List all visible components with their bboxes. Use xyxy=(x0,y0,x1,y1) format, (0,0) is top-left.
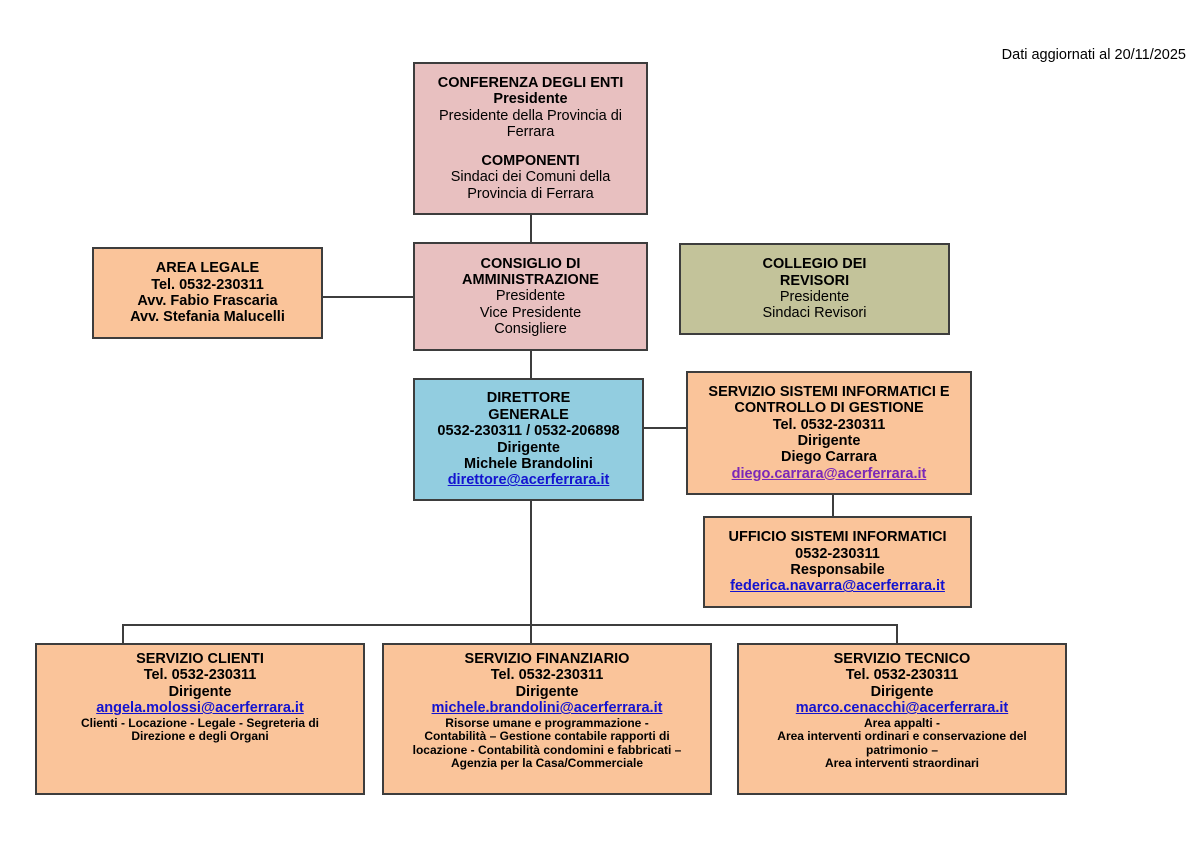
direttore-phone: 0532-230311 / 0532-206898 xyxy=(437,423,620,440)
tecnico-phone: Tel. 0532-230311 xyxy=(845,667,959,684)
ufficio-role: Responsabile xyxy=(790,562,885,578)
finanziario-duties-line4: Agenzia per la Casa/Commerciale xyxy=(450,756,644,771)
clienti-title: SERVIZIO CLIENTI xyxy=(136,651,264,667)
connector-sistemi-to-ufficio xyxy=(832,495,834,517)
area-legale-title: AREA LEGALE xyxy=(155,260,260,277)
ufficio-email-link[interactable]: federica.navarra@acerferrara.it xyxy=(730,578,945,595)
node-servizio-sistemi-informatici[interactable]: SERVIZIO SISTEMI INFORMATICI E CONTROLLO… xyxy=(686,371,972,495)
node-servizio-finanziario[interactable]: SERVIZIO FINANZIARIO Tel. 0532-230311 Di… xyxy=(382,643,712,795)
update-date-note: Dati aggiornati al 20/11/2025 xyxy=(1001,47,1186,63)
node-collegio-dei-revisori[interactable]: COLLEGIO DEI REVISORI Presidente Sindaci… xyxy=(679,243,950,335)
clienti-duties-line2: Direzione e degli Organi xyxy=(131,729,269,744)
conferenza-members-title: COMPONENTI xyxy=(481,152,580,169)
finanziario-email-link[interactable]: michele.brandolini@acerferrara.it xyxy=(431,700,663,717)
consiglio-role-2: Vice Presidente xyxy=(479,304,582,321)
connector-bus-to-servizio-tecnico xyxy=(896,624,898,643)
finanziario-role: Dirigente xyxy=(515,683,579,700)
direttore-email-link[interactable]: direttore@acerferrara.it xyxy=(447,472,610,489)
direttore-title-line2: GENERALE xyxy=(488,406,569,423)
connector-area-legale-to-consiglio xyxy=(322,296,414,298)
conferenza-holder-line2: Ferrara xyxy=(506,124,555,141)
collegio-title-line2: REVISORI xyxy=(779,272,850,289)
connector-direttore-to-sistemi xyxy=(642,427,686,429)
node-ufficio-sistemi-informatici[interactable]: UFFICIO SISTEMI INFORMATICI 0532-230311 … xyxy=(703,516,972,608)
sistemi-person: Diego Carrara xyxy=(781,449,877,466)
connector-bottom-bus xyxy=(122,624,898,626)
finanziario-duties-line1: Risorse umane e programmazione - xyxy=(445,715,649,730)
node-area-legale[interactable]: AREA LEGALE Tel. 0532-230311 Avv. Fabio … xyxy=(92,247,323,339)
finanziario-duties-line2: Contabilità – Gestione contabile rapport… xyxy=(424,729,670,744)
connector-conferenza-to-consiglio xyxy=(530,214,532,242)
direttore-role: Dirigente xyxy=(497,439,560,456)
sistemi-phone: Tel. 0532-230311 xyxy=(772,416,886,433)
tecnico-duties-line4: Area interventi straordinari xyxy=(824,756,980,771)
area-legale-person-2: Avv. Stefania Malucelli xyxy=(130,309,285,326)
conferenza-members-line1: Sindaci dei Comuni della xyxy=(450,169,611,186)
consiglio-title-line1: CONSIGLIO DI xyxy=(480,255,581,272)
conferenza-role: Presidente xyxy=(493,91,568,108)
connector-bus-to-servizio-finanziario xyxy=(530,624,532,643)
tecnico-email-link[interactable]: marco.cenacchi@acerferrara.it xyxy=(795,700,1009,717)
direttore-title-line1: DIRETTORE xyxy=(486,390,571,407)
ufficio-phone: 0532-230311 xyxy=(795,545,880,562)
clienti-duties-line1: Clienti - Locazione - Legale - Segreteri… xyxy=(80,715,320,730)
consiglio-role-3: Consigliere xyxy=(494,321,567,338)
tecnico-role: Dirigente xyxy=(870,683,934,700)
tecnico-title: SERVIZIO TECNICO xyxy=(833,651,971,667)
collegio-title-line1: COLLEGIO DEI xyxy=(762,256,867,273)
node-conferenza-degli-enti[interactable]: CONFERENZA DEGLI ENTI Presidente Preside… xyxy=(413,62,648,215)
tecnico-duties-line2: Area interventi ordinari e conservazione… xyxy=(777,729,1027,744)
tecnico-duties-line1: Area appalti - xyxy=(863,715,941,730)
consiglio-title-line2: AMMINISTRAZIONE xyxy=(462,271,599,288)
area-legale-person-1: Avv. Fabio Frascaria xyxy=(137,293,278,309)
connector-bus-to-servizio-clienti xyxy=(122,624,124,643)
conferenza-title: CONFERENZA DEGLI ENTI xyxy=(437,75,624,92)
clienti-role: Dirigente xyxy=(168,683,232,700)
direttore-person: Michele Brandolini xyxy=(464,455,593,472)
connector-direttore-trunk xyxy=(530,501,532,625)
tecnico-duties-line3: patrimonio – xyxy=(865,742,938,757)
node-servizio-tecnico[interactable]: SERVIZIO TECNICO Tel. 0532-230311 Dirige… xyxy=(737,643,1067,795)
clienti-email-link[interactable]: angela.molossi@acerferrara.it xyxy=(96,700,304,717)
finanziario-title: SERVIZIO FINANZIARIO xyxy=(464,651,630,667)
sistemi-role: Dirigente xyxy=(797,433,861,449)
node-consiglio-di-amministrazione[interactable]: CONSIGLIO DI AMMINISTRAZIONE Presidente … xyxy=(413,242,648,351)
collegio-role-1: Presidente xyxy=(779,289,850,305)
sistemi-title-line2: CONTROLLO DI GESTIONE xyxy=(734,400,924,417)
consiglio-role-1: Presidente xyxy=(495,288,566,305)
collegio-role-2: Sindaci Revisori xyxy=(762,305,867,322)
finanziario-duties-line3: locazione - Contabilità condomini e fabb… xyxy=(412,742,682,757)
ufficio-title: UFFICIO SISTEMI INFORMATICI xyxy=(728,529,947,546)
sistemi-email-link[interactable]: diego.carrara@acerferrara.it xyxy=(731,465,927,482)
node-direttore-generale[interactable]: DIRETTORE GENERALE 0532-230311 / 0532-20… xyxy=(413,378,644,501)
area-legale-phone: Tel. 0532-230311 xyxy=(151,276,264,293)
conferenza-holder-line1: Presidente della Provincia di xyxy=(439,107,622,124)
clienti-phone: Tel. 0532-230311 xyxy=(143,667,257,684)
connector-consiglio-to-direttore xyxy=(530,350,532,378)
node-servizio-clienti[interactable]: SERVIZIO CLIENTI Tel. 0532-230311 Dirige… xyxy=(35,643,365,795)
conferenza-members-line2: Provincia di Ferrara xyxy=(467,185,594,202)
finanziario-phone: Tel. 0532-230311 xyxy=(490,667,604,684)
sistemi-title-line1: SERVIZIO SISTEMI INFORMATICI E xyxy=(708,383,950,400)
